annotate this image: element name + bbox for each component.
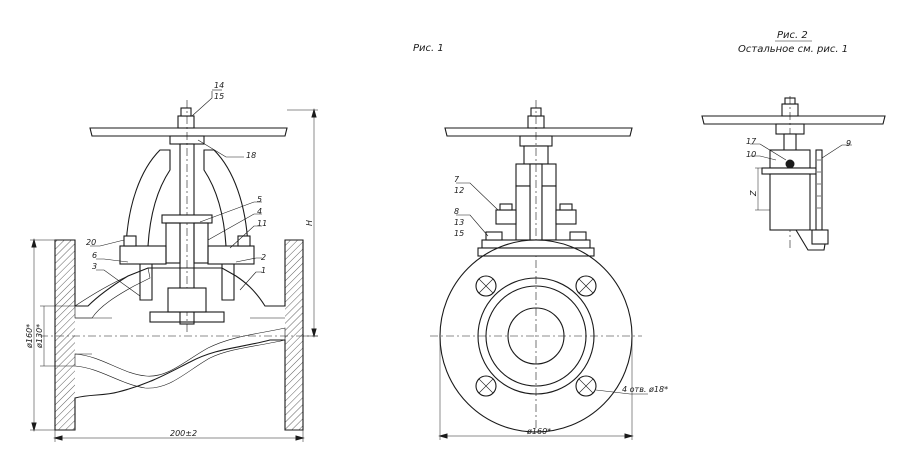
callout-15-top: 15 <box>214 92 224 101</box>
travel-dimension-label: Z <box>749 190 758 197</box>
callout-13: 13 <box>454 218 464 227</box>
callout-1: 1 <box>261 266 266 275</box>
callout-3: 3 <box>92 262 97 271</box>
figure-2-note: Остальное см. рис. 1 <box>738 44 848 55</box>
callout-14: 14 <box>214 81 224 90</box>
height-dimension-label: H <box>305 220 314 226</box>
callout-2: 2 <box>261 253 266 262</box>
front-diameter-label: ø160* <box>526 427 551 436</box>
front-view <box>430 100 648 433</box>
figure-2-caption: Рис. 2 <box>777 30 808 41</box>
callout-10: 10 <box>746 150 756 159</box>
holes-label: 4 отв. ø18* <box>622 385 668 394</box>
callout-7: 7 <box>454 175 460 184</box>
flange-diameter-dimensions <box>30 238 75 432</box>
figure-2-view <box>701 96 886 251</box>
figure-1-caption: Рис. 1 <box>413 43 444 54</box>
callout-9: 9 <box>846 139 851 148</box>
callout-8: 8 <box>454 207 459 216</box>
flange-inner-diameter-label: ø130* <box>35 324 44 349</box>
callout-18: 18 <box>246 151 256 160</box>
callout-4: 4 <box>257 207 262 216</box>
front-diameter-dimension <box>438 336 634 440</box>
callout-17: 17 <box>746 137 757 146</box>
callout-6: 6 <box>92 251 97 260</box>
length-dimension <box>53 430 305 442</box>
callout-20: 20 <box>86 238 96 247</box>
sectional-view <box>40 89 318 431</box>
height-dimension <box>287 108 318 338</box>
callout-15-front: 15 <box>454 229 464 238</box>
callout-12: 12 <box>454 186 464 195</box>
length-dimension-label: 200±2 <box>170 429 197 438</box>
callout-11: 11 <box>257 219 267 228</box>
callout-5: 5 <box>257 195 262 204</box>
flange-outer-diameter-label: ø160* <box>25 324 34 349</box>
